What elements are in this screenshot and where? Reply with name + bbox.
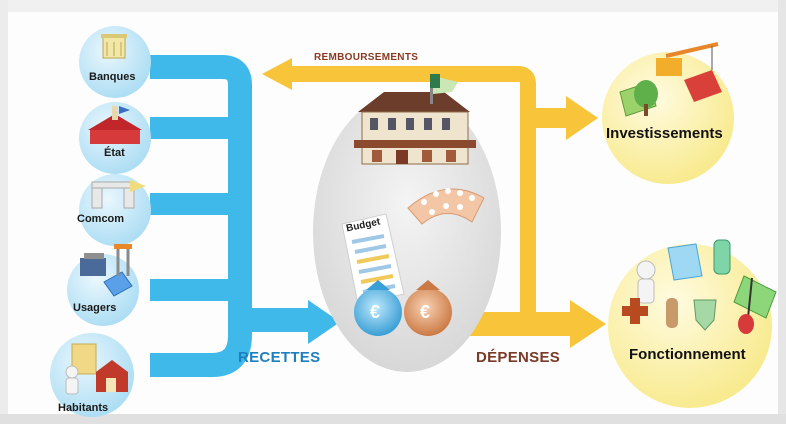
source-circle-habitants	[50, 333, 134, 417]
recettes-flow	[150, 55, 340, 377]
source-circle-banques	[79, 26, 151, 98]
source-label-usagers: Usagers	[73, 302, 117, 314]
source-label-comcom: Comcom	[77, 213, 125, 225]
destination-circle-fonctionnement	[608, 239, 777, 408]
source-circle-comcom	[79, 174, 151, 246]
source-label-etat: État	[104, 147, 125, 159]
source-circle-etat	[79, 102, 151, 174]
depenses-label: DÉPENSES	[476, 349, 561, 366]
recettes-euro-symbol: €	[370, 302, 381, 322]
budget-document-image	[341, 213, 405, 305]
source-label-banques: Banques	[89, 71, 136, 83]
source-label-habitants: Habitants	[58, 402, 109, 414]
remboursements-flow	[262, 58, 536, 330]
source-circle-usagers	[67, 244, 139, 326]
recettes-money-bag	[354, 280, 402, 336]
window-right-edge	[778, 0, 786, 424]
depenses-euro-symbol: €	[420, 302, 431, 322]
destination-label-investissements: Investissements	[606, 125, 723, 142]
window-left-edge	[0, 0, 8, 424]
window-top-edge	[0, 0, 786, 12]
destination-circle-investissements	[602, 42, 734, 184]
destination-label-fonctionnement: Fonctionnement	[629, 346, 746, 363]
remboursements-label: REMBOURSEMENTS	[314, 52, 419, 63]
recettes-label: RECETTES	[238, 349, 321, 366]
town-hall-image	[354, 74, 476, 165]
council-seats-image	[407, 188, 485, 225]
depenses-money-bag	[404, 280, 452, 336]
window-bottom-edge	[0, 414, 786, 424]
